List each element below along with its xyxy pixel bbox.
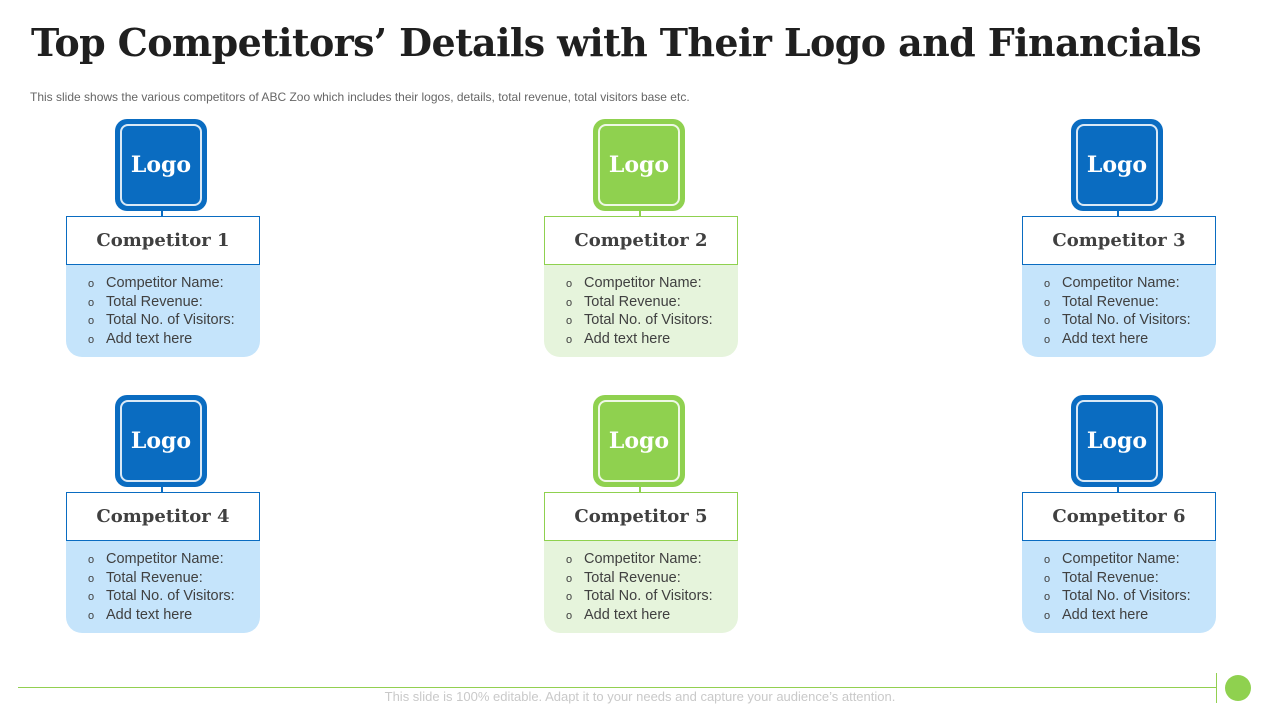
list-item: Competitor Name: [1044,551,1191,570]
logo-placeholder-1: Logo [115,119,207,211]
competitor-name-6: Competitor 6 [1022,492,1216,541]
competitor-card-1: Logo Competitor 1 Competitor Name: Total… [66,119,260,359]
logo-placeholder-5: Logo [593,395,685,487]
list-item: Add text here [1044,331,1191,350]
list-item: Total Revenue: [1044,294,1191,313]
logo-placeholder-2: Logo [593,119,685,211]
list-item: Competitor Name: [566,551,713,570]
logo-placeholder-3: Logo [1071,119,1163,211]
logo-text: Logo [130,152,192,178]
list-item: Total No. of Visitors: [1044,588,1191,607]
competitor-name-1: Competitor 1 [66,216,260,265]
logo-text: Logo [1086,152,1148,178]
footer-text: This slide is 100% editable. Adapt it to… [384,689,896,704]
list-item: Competitor Name: [1044,275,1191,294]
logo-text: Logo [1086,428,1148,454]
logo-text: Logo [130,428,192,454]
competitor-card-4: Logo Competitor 4 Competitor Name: Total… [66,395,260,635]
page-title: Top Competitors’ Details with Their Logo… [31,20,1202,65]
connector-line [639,209,641,217]
list-item: Total No. of Visitors: [566,588,713,607]
connector-line [1117,485,1119,493]
list-item: Add text here [88,331,235,350]
list-item: Add text here [566,331,713,350]
list-item: Add text here [1044,607,1191,626]
details-list-6: Competitor Name: Total Revenue: Total No… [1044,551,1191,625]
list-item: Competitor Name: [88,275,235,294]
list-item: Total Revenue: [566,294,713,313]
competitor-card-6: Logo Competitor 6 Competitor Name: Total… [1022,395,1216,635]
list-item: Total Revenue: [566,570,713,589]
page-subtitle: This slide shows the various competitors… [30,90,690,104]
list-item: Total Revenue: [88,294,235,313]
footer-tick [1216,673,1217,703]
footer-divider [18,687,1216,688]
connector-line [161,485,163,493]
list-item: Competitor Name: [88,551,235,570]
footer-dot [1225,675,1251,701]
details-list-5: Competitor Name: Total Revenue: Total No… [566,551,713,625]
details-list-1: Competitor Name: Total Revenue: Total No… [88,275,235,349]
list-item: Competitor Name: [566,275,713,294]
list-item: Total No. of Visitors: [1044,312,1191,331]
logo-text: Logo [608,428,670,454]
list-item: Total No. of Visitors: [566,312,713,331]
competitor-name-5: Competitor 5 [544,492,738,541]
competitor-name-4: Competitor 4 [66,492,260,541]
connector-line [639,485,641,493]
list-item: Total No. of Visitors: [88,588,235,607]
details-list-2: Competitor Name: Total Revenue: Total No… [566,275,713,349]
logo-text: Logo [608,152,670,178]
list-item: Total No. of Visitors: [88,312,235,331]
details-list-4: Competitor Name: Total Revenue: Total No… [88,551,235,625]
competitor-name-3: Competitor 3 [1022,216,1216,265]
list-item: Add text here [566,607,713,626]
details-list-3: Competitor Name: Total Revenue: Total No… [1044,275,1191,349]
logo-placeholder-6: Logo [1071,395,1163,487]
competitor-card-2: Logo Competitor 2 Competitor Name: Total… [544,119,738,359]
list-item: Total Revenue: [1044,570,1191,589]
connector-line [161,209,163,217]
competitor-name-2: Competitor 2 [544,216,738,265]
connector-line [1117,209,1119,217]
logo-placeholder-4: Logo [115,395,207,487]
list-item: Total Revenue: [88,570,235,589]
list-item: Add text here [88,607,235,626]
competitor-card-3: Logo Competitor 3 Competitor Name: Total… [1022,119,1216,359]
competitor-card-5: Logo Competitor 5 Competitor Name: Total… [544,395,738,635]
